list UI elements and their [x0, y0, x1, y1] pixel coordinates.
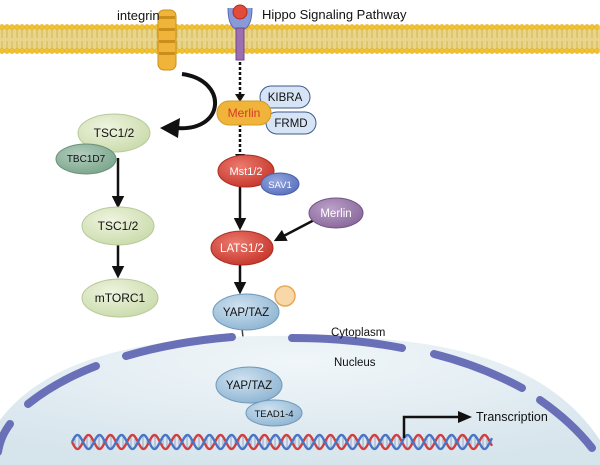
hippo-receptor-icon	[227, 4, 253, 61]
nucleus-label: Nucleus	[334, 357, 376, 369]
yap-taz-nuclear-node: YAP/TAZ	[215, 366, 283, 404]
integrin-label: integrin	[117, 8, 160, 23]
svg-text:FRMD: FRMD	[274, 118, 307, 130]
kibra-node: KIBRA	[259, 85, 311, 109]
merlin-to-lats-arrow	[273, 216, 319, 242]
transcription-arrow	[402, 415, 460, 438]
phosphate-icon	[274, 285, 296, 307]
tsc12-node: TSC1/2	[77, 113, 151, 153]
tbc1d7-node: TBC1D7	[55, 143, 117, 175]
svg-text:KIBRA: KIBRA	[268, 92, 303, 104]
merlin-node: Merlin	[216, 100, 272, 126]
svg-text:SAV1: SAV1	[268, 180, 292, 191]
plasma-membrane	[0, 24, 600, 54]
integrin-to-tsc-arrow	[175, 72, 218, 131]
nucleus-interior	[0, 335, 600, 465]
dna-helix	[70, 433, 494, 451]
mtorc1-node: mTORC1	[81, 278, 159, 318]
frmd-node: FRMD	[265, 111, 317, 135]
svg-text:LATS1/2: LATS1/2	[220, 243, 264, 255]
hippo-pathway-label: Hippo Signaling Pathway	[262, 7, 407, 22]
yap-taz-node: YAP/TAZ	[212, 293, 280, 331]
svg-text:TBC1D7: TBC1D7	[67, 154, 106, 165]
svg-text:mTORC1: mTORC1	[95, 291, 146, 305]
integrin-arrowhead	[160, 118, 180, 138]
svg-text:Mst1/2: Mst1/2	[229, 166, 262, 178]
tead14-node: TEAD1-4	[245, 399, 303, 427]
nuclear-envelope	[0, 333, 596, 456]
svg-text:TEAD1-4: TEAD1-4	[254, 409, 293, 420]
svg-text:TSC1/2: TSC1/2	[94, 126, 135, 140]
svg-text:Merlin: Merlin	[320, 208, 351, 220]
svg-text:YAP/TAZ: YAP/TAZ	[226, 380, 272, 392]
svg-text:TSC1/2: TSC1/2	[98, 219, 139, 233]
sav1-node: SAV1	[260, 172, 300, 196]
mst12-node: Mst1/2	[217, 154, 275, 188]
integrin-receptor-icon	[157, 9, 177, 71]
svg-text:Merlin: Merlin	[228, 106, 261, 120]
svg-text:YAP/TAZ: YAP/TAZ	[223, 307, 269, 319]
merlin-node-2: Merlin	[308, 197, 364, 229]
tsc12-node-2: TSC1/2	[81, 206, 155, 246]
lats12-node: LATS1/2	[210, 230, 274, 266]
cytoplasm-label: Cytoplasm	[331, 327, 385, 339]
transcription-label: Transcription	[476, 410, 548, 424]
